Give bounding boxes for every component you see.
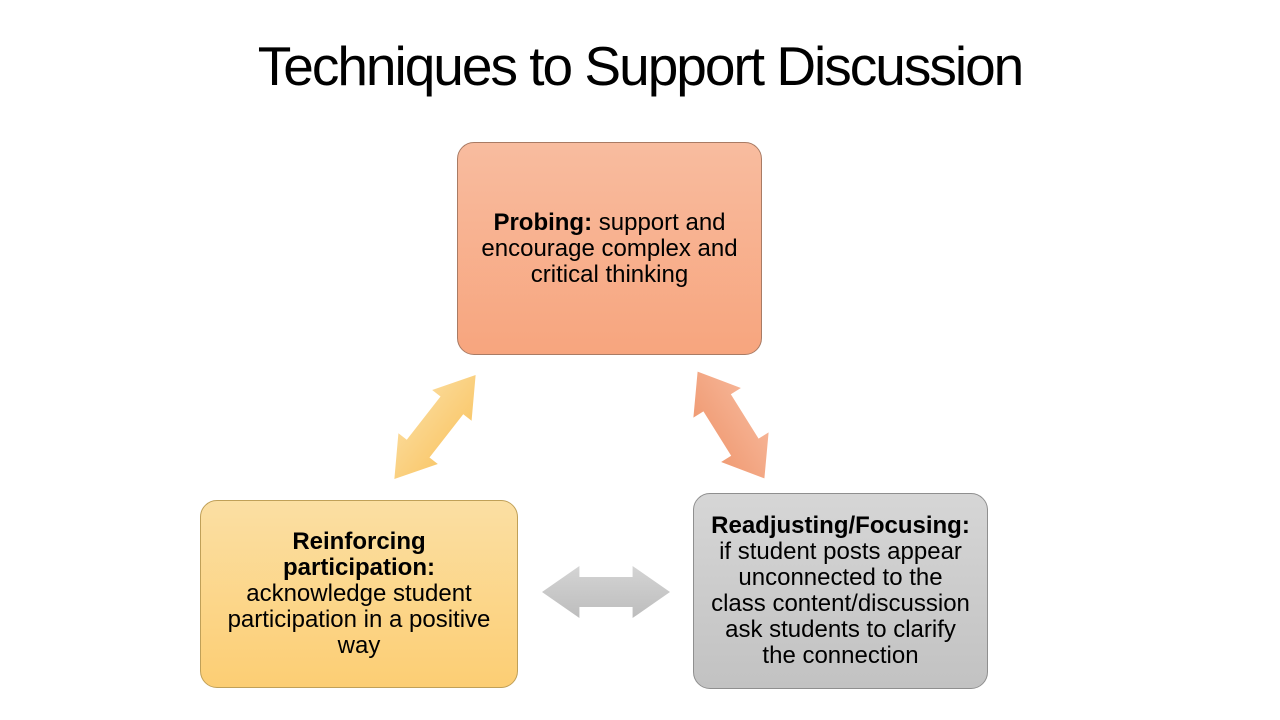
box-readjusting-body: if student posts appear unconnected to t…: [711, 538, 970, 669]
slide-title: Techniques to Support Discussion: [257, 35, 1025, 97]
box-probing-text: Probing: support and encourage complex a…: [481, 208, 738, 288]
box-readjusting-focusing: Readjusting/Focusing:if student posts ap…: [693, 493, 988, 689]
box-reinforcing-heading: Reinforcing participation:: [282, 528, 435, 581]
box-reinforcing-text: Reinforcing participation:acknowledge st…: [228, 529, 491, 659]
box-probing: Probing: support and encourage complex a…: [457, 142, 762, 355]
box-probing-heading: Probing:: [493, 208, 593, 236]
box-reinforcing-participation: Reinforcing participation:acknowledge st…: [200, 500, 518, 688]
double-arrow-reinforcing-readjusting-icon: [542, 566, 670, 618]
box-readjusting-text: Readjusting/Focusing:if student posts ap…: [711, 513, 970, 669]
box-probing-body: support and encourage complex and critic…: [481, 208, 738, 288]
box-reinforcing-body: acknowledge student participation in a p…: [227, 580, 491, 659]
box-readjusting-heading: Readjusting/Focusing:: [711, 512, 970, 539]
double-arrow-probing-reinforcing-icon: [394, 374, 476, 480]
double-arrow-probing-readjusting-icon: [693, 371, 769, 479]
